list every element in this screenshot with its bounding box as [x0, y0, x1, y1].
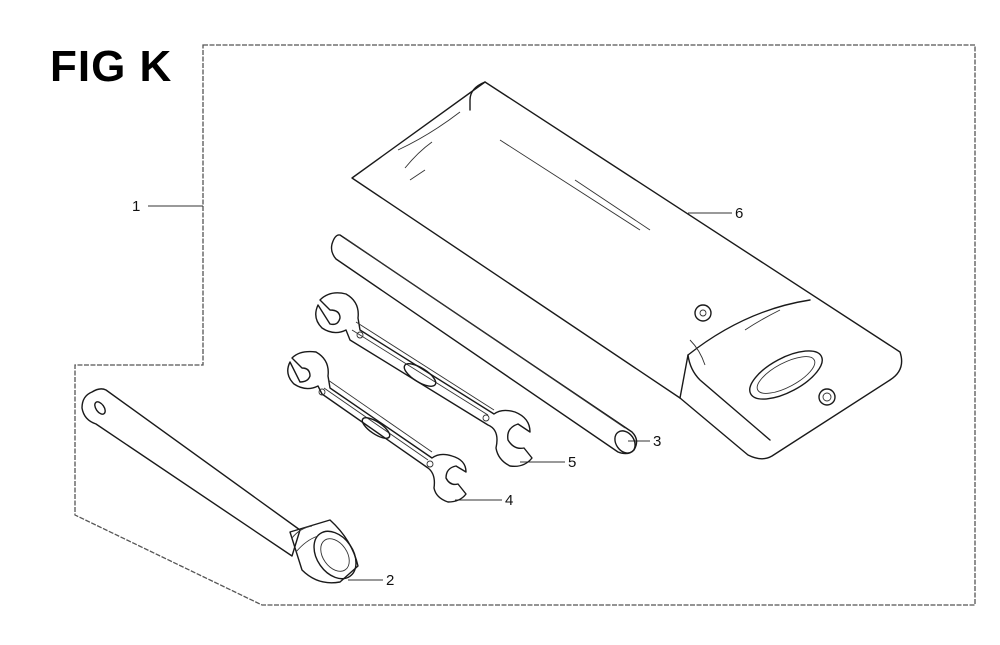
callout-5: 5	[568, 454, 576, 471]
open-end-wrench-large-icon	[315, 292, 533, 468]
handle-bar-icon	[330, 234, 638, 455]
callout-4: 4	[505, 492, 513, 509]
callout-1: 1	[132, 198, 140, 215]
figure-title: FIG K	[50, 42, 173, 91]
spark-plug-wrench-icon	[81, 388, 359, 584]
assembly-frame	[74, 44, 976, 606]
callout-3: 3	[653, 433, 661, 450]
callout-2: 2	[386, 572, 394, 589]
callout-6: 6	[735, 205, 743, 222]
open-end-wrench-small-icon	[287, 350, 467, 503]
tool-bag-icon	[351, 81, 903, 460]
